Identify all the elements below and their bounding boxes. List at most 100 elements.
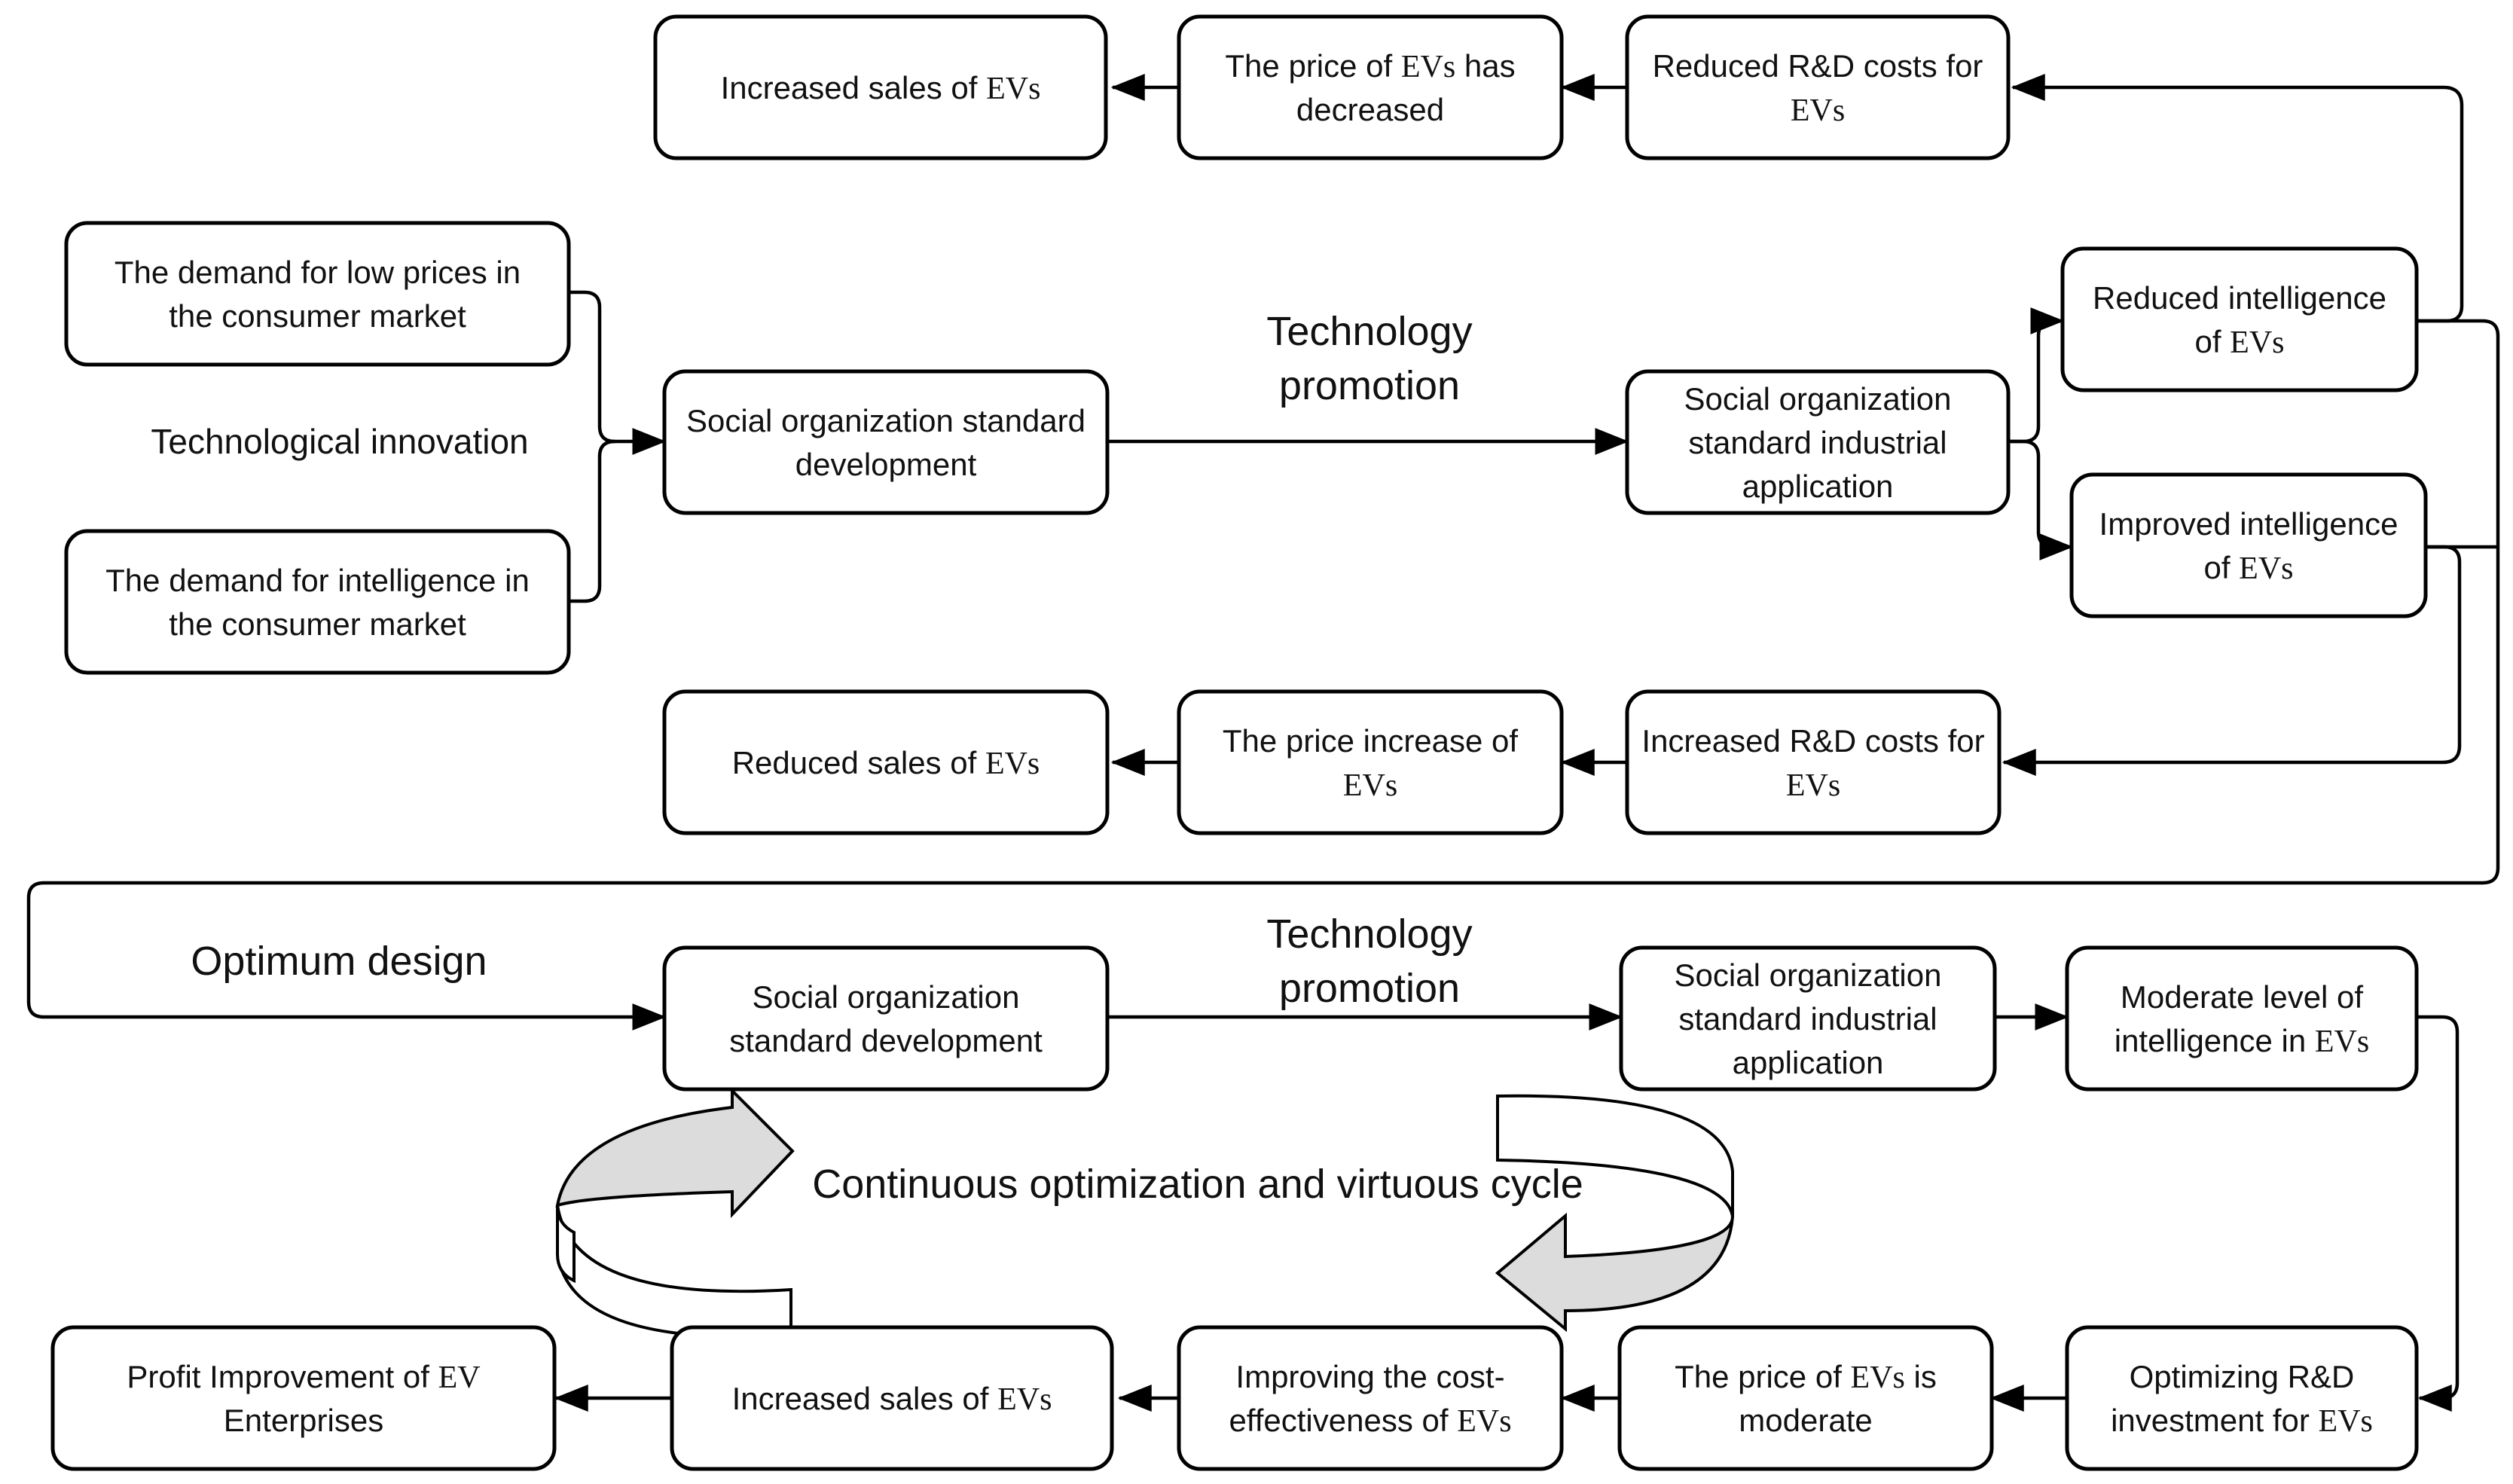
box-mid-sales-red: Reduced sales of EVs — [662, 689, 1110, 835]
box-std-app-1: Social organization standard industrial ap… — [1625, 369, 2011, 515]
box-demand-low-price: The demand for low prices in the consumer… — [64, 221, 571, 367]
connectors — [26, 74, 2500, 1412]
box-text-line: Increased R&D costs for — [1641, 723, 1984, 759]
box-top-sales-inc: Increased sales of EVs — [653, 14, 1108, 160]
split-to-intel-improved — [2008, 439, 2054, 549]
box-text-line: development — [795, 447, 977, 482]
free-labels: Technological innovation Technology prom… — [151, 309, 1583, 1207]
box-demand-intel: The demand for intelligence in the consum… — [64, 529, 571, 675]
box-std-app-2: Social organization standard industrial ap… — [1619, 945, 1997, 1092]
box-frame — [64, 221, 571, 367]
box-text-line: Reduced sales of EVs — [732, 745, 1040, 781]
box-cost-effect: Improving the cost-effectiveness of EVs — [1177, 1325, 1564, 1471]
box-text-line: the consumer market — [169, 298, 466, 334]
box-text-line: Reduced R&D costs for — [1653, 48, 1983, 84]
box-text-line: Optimizing R&D — [2130, 1359, 2355, 1394]
box-text-line: Social organization — [1675, 957, 1942, 993]
cycle-arrows — [555, 1087, 1734, 1339]
box-text-line: of EVs — [2203, 550, 2293, 586]
box-text-line: effectiveness of EVs — [1229, 1403, 1511, 1439]
box-frame — [662, 689, 1110, 835]
box-text-line: The demand for low prices in — [115, 255, 521, 290]
box-frame — [670, 1325, 1114, 1471]
label-cycle: Continuous optimization and virtuous cyc… — [812, 1162, 1583, 1207]
box-text-line: of EVs — [2194, 324, 2284, 360]
box-frame — [662, 945, 1110, 1092]
label-optimum-design: Optimum design — [191, 939, 487, 984]
box-frame — [1177, 14, 1564, 160]
box-rd-optimizing: Optimizing R&D investment for EVs — [2065, 1325, 2419, 1471]
box-text-line: Social organization standard — [686, 403, 1086, 438]
box-bot-sales-inc: Increased sales of EVs — [670, 1325, 1114, 1471]
label-tech-innovation: Technological innovation — [151, 422, 528, 461]
boxes: Increased sales of EVs The price of EVs h… — [50, 14, 2428, 1471]
bracket-demand-intelligence — [569, 439, 615, 603]
label-tech-promotion-2-line1: Technology — [1266, 911, 1472, 957]
box-text-line: Profit Improvement of EV — [127, 1359, 480, 1395]
box-text-line: application — [1742, 469, 1894, 504]
box-text-line: Improving the cost- — [1235, 1359, 1504, 1394]
box-std-dev-2: Social organization standard development — [662, 945, 1110, 1092]
box-text-line: Increased sales of EVs — [721, 70, 1041, 106]
box-frame — [50, 1325, 557, 1471]
box-frame — [2069, 472, 2428, 618]
box-frame — [662, 369, 1110, 515]
split-to-intel-reduced — [2008, 319, 2054, 444]
box-text-line: standard industrial — [1678, 1001, 1937, 1037]
box-mid-price-inc: The price increase of EVs — [1177, 689, 1564, 835]
box-top-price-dec: The price of EVs has decreased — [1177, 14, 1564, 160]
box-frame — [653, 14, 1108, 160]
box-text-line: Moderate level of — [2121, 979, 2364, 1015]
box-text-line: Social organization — [1684, 381, 1952, 417]
box-text-line: Reduced intelligence — [2093, 280, 2386, 316]
box-text-line: EVs — [1791, 93, 1845, 128]
box-text-line: The price of EVs has — [1225, 48, 1515, 84]
box-text-line: EVs — [1343, 768, 1397, 803]
box-std-dev-1: Social organization standard development — [662, 369, 1110, 515]
box-intel-improved: Improved intelligence of EVs — [2069, 472, 2428, 618]
box-text-line: moderate — [1739, 1403, 1872, 1438]
cycle-arrow-left — [555, 1087, 795, 1339]
box-text-line: decreased — [1296, 92, 1444, 127]
box-text-line: Social organization — [753, 979, 1020, 1015]
box-text-line: standard development — [729, 1023, 1043, 1058]
box-text-line: The demand for intelligence in — [105, 563, 530, 598]
cycle-arrow-right — [1495, 1094, 1734, 1333]
box-text-line: The price of EVs is — [1675, 1359, 1937, 1395]
box-text-line: EVs — [1786, 768, 1840, 803]
box-text-line: Improved intelligence — [2099, 506, 2398, 542]
box-frame — [2065, 1325, 2419, 1471]
box-text-line: standard industrial — [1688, 425, 1947, 460]
box-frame — [1625, 369, 2011, 515]
bracket-demand-low-price — [569, 290, 615, 444]
label-tech-promotion-1-line2: promotion — [1279, 363, 1460, 408]
box-text-line: intelligence in EVs — [2115, 1023, 2370, 1059]
box-text-line: investment for EVs — [2111, 1403, 2373, 1439]
box-text-line: application — [1733, 1045, 1884, 1080]
box-frame — [1625, 689, 2002, 835]
box-frame — [2060, 246, 2419, 392]
box-intel-reduced: Reduced intelligence of EVs — [2060, 246, 2419, 392]
box-text-line: the consumer market — [169, 606, 466, 642]
box-frame — [1177, 1325, 1564, 1471]
box-price-moderate: The price of EVs is moderate — [1617, 1325, 1994, 1471]
box-text-line: Increased sales of EVs — [732, 1381, 1052, 1417]
feedback-loop — [26, 319, 2500, 1031]
box-text-line: Enterprises — [224, 1403, 383, 1438]
box-text-line: The price increase of — [1223, 723, 1519, 759]
box-frame — [1177, 689, 1564, 835]
box-frame — [1619, 945, 1997, 1092]
box-profit: Profit Improvement of EV Enterprises — [50, 1325, 557, 1471]
box-intel-moderate: Moderate level of intelligence in EVs — [2065, 945, 2419, 1092]
label-tech-promotion-1-line1: Technology — [1266, 309, 1472, 354]
arrow-intelmod-to-rdopt — [2417, 1015, 2460, 1412]
box-frame — [1617, 1325, 1994, 1471]
box-frame — [1625, 14, 2011, 160]
box-frame — [2065, 945, 2419, 1092]
box-frame — [64, 529, 571, 675]
label-tech-promotion-2-line2: promotion — [1279, 966, 1460, 1011]
